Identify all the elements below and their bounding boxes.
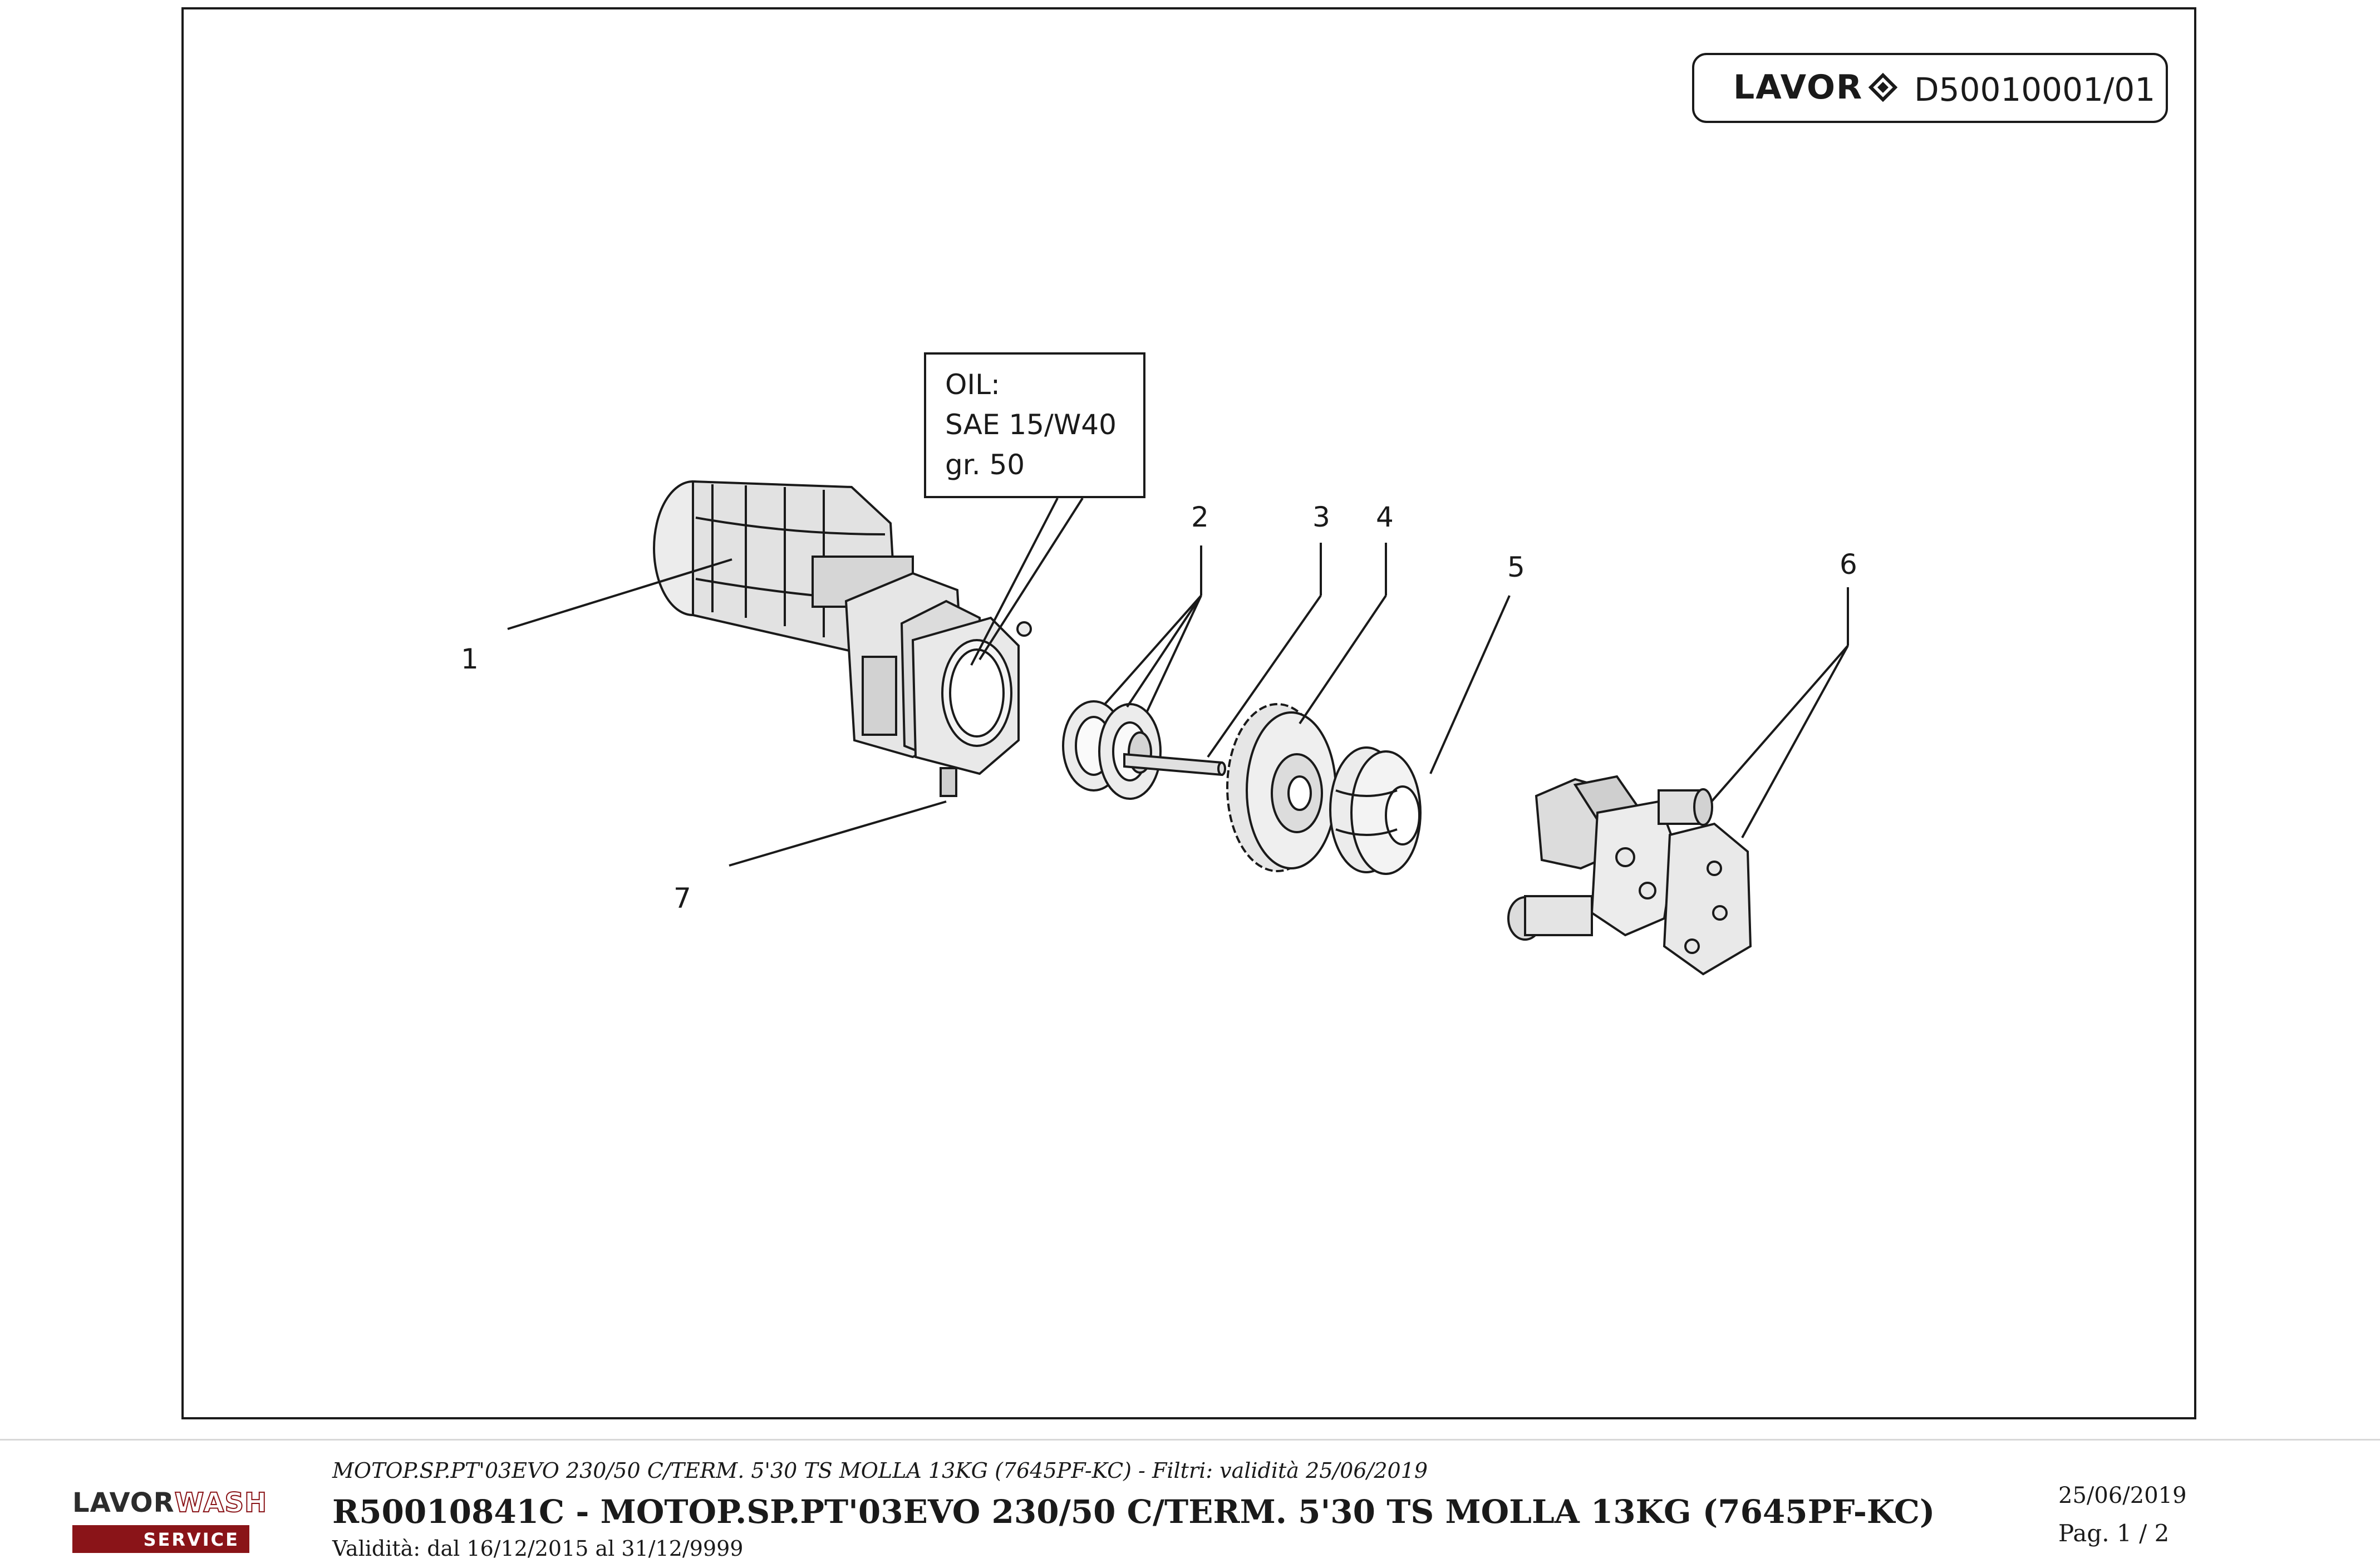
leader-2-c	[1145, 595, 1202, 713]
oil-note-line2: SAE 15/W40	[945, 409, 1117, 441]
leader-1	[507, 558, 732, 630]
drawing-frame	[181, 7, 2196, 1419]
footer-divider	[0, 1439, 2380, 1441]
footer-validity: Validità: dal 16/12/2015 al 31/12/9999	[332, 1536, 744, 1561]
lavorwash-service-logo: LAVOR WASH SERVICE	[72, 1485, 267, 1553]
callout-1: 1	[461, 643, 479, 675]
leader-lines	[507, 497, 1849, 867]
leader-5	[1429, 595, 1511, 774]
part-6-pump-head	[1507, 775, 1752, 976]
footer-title: R50010841C - MOTOP.SP.PT'03EVO 230/50 C/…	[332, 1493, 1935, 1531]
leader-4	[1299, 594, 1387, 725]
logo-brand: LAVOR	[72, 1487, 175, 1518]
part-5-ring	[1329, 746, 1422, 875]
leader-2-a	[1104, 594, 1202, 705]
callout-4: 4	[1376, 501, 1394, 533]
part-4-gear	[1226, 703, 1337, 872]
oil-note-line1: OIL:	[945, 368, 1000, 401]
leader-2-b	[1126, 594, 1202, 708]
leader-7	[729, 800, 947, 867]
logo-word: WASH	[174, 1487, 268, 1519]
part-1-motor	[653, 480, 1032, 797]
page-number: Pag. 1 / 2	[2058, 1520, 2170, 1547]
callout-2: 2	[1191, 501, 1209, 533]
footer-date: 25/06/2019	[2058, 1483, 2187, 1508]
callout-5: 5	[1507, 551, 1525, 583]
callout-3: 3	[1312, 501, 1330, 533]
oil-note: OIL: SAE 15/W40 gr. 50	[924, 352, 1145, 498]
lavor-logo: LAVOR	[1733, 68, 1900, 107]
oil-note-line3: gr. 50	[945, 449, 1025, 481]
leader-6-b	[1741, 645, 1849, 838]
footer-subtitle: MOTOP.SP.PT'03EVO 230/50 C/TERM. 5'30 TS…	[332, 1458, 1428, 1483]
leader-oil-2	[970, 498, 1059, 666]
callout-7: 7	[673, 882, 691, 915]
leader-6-a	[1710, 645, 1849, 803]
exploded-diagram	[507, 480, 1849, 976]
logo-service-bar: SERVICE	[72, 1525, 249, 1553]
title-block: LAVOR D50010001/01	[1692, 53, 2168, 123]
leader-oil	[978, 497, 1084, 661]
leader-3	[1207, 594, 1322, 758]
logo-service: SERVICE	[143, 1529, 239, 1550]
brand-name: LAVOR	[1733, 68, 1863, 107]
part-2-seals	[1062, 700, 1162, 800]
callout-6: 6	[1840, 548, 1857, 581]
document-code: D50010001/01	[1914, 71, 2156, 109]
part-3-shaft	[1123, 753, 1226, 776]
brand-diamond-icon	[1868, 72, 1898, 102]
